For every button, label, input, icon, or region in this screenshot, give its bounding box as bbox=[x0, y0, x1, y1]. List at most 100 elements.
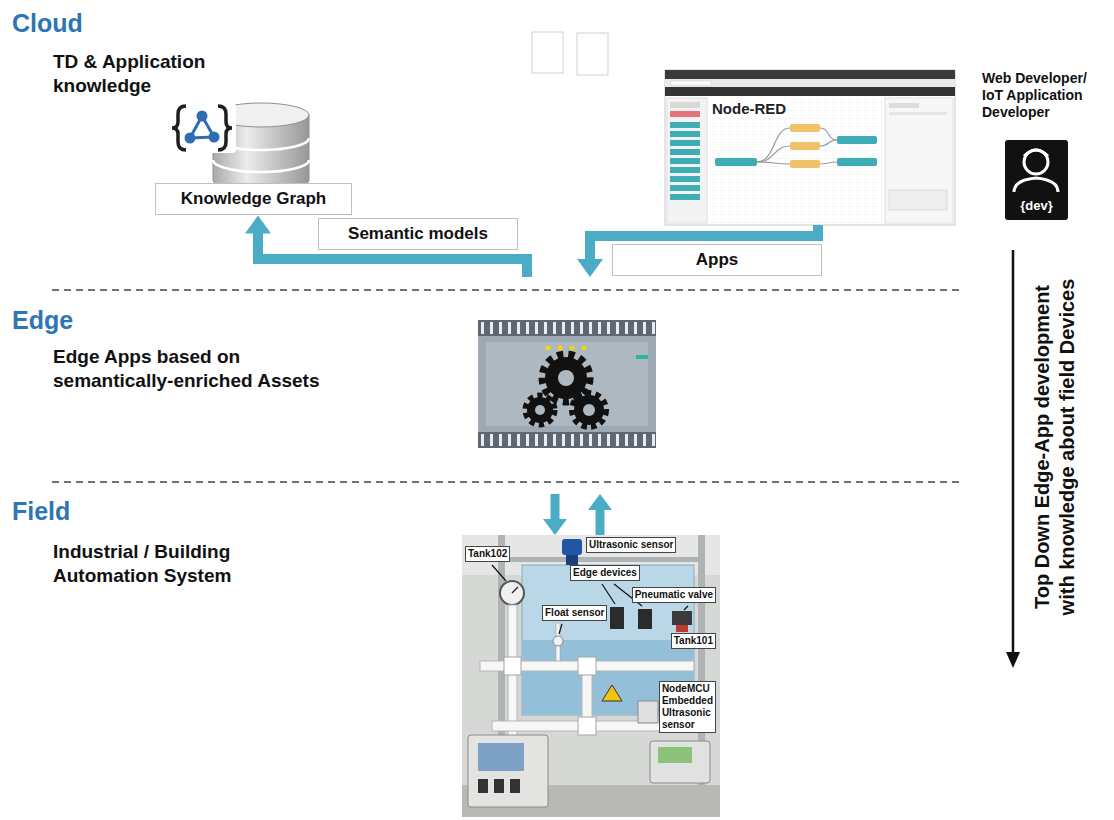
text-slot: Float sensor bbox=[542, 605, 607, 621]
pipe-fitting bbox=[504, 657, 521, 675]
sensor-mount bbox=[566, 555, 578, 565]
edge-label: Semantic models bbox=[348, 224, 488, 244]
arrow-shaft bbox=[551, 494, 560, 520]
icon-head bbox=[1024, 150, 1048, 174]
flow-canvas bbox=[709, 98, 883, 223]
palette-item bbox=[670, 185, 700, 191]
gear-hole bbox=[558, 370, 574, 386]
controller-socket bbox=[494, 779, 504, 793]
text-slot: Tank102 bbox=[465, 546, 510, 562]
ultrasonic-sensor bbox=[562, 539, 582, 555]
palette-item bbox=[670, 167, 700, 173]
address-bar bbox=[665, 79, 955, 87]
pipe-fitting bbox=[578, 717, 596, 735]
status-led bbox=[582, 346, 587, 351]
callout-label: Tank101 bbox=[671, 633, 716, 649]
sidebar-row bbox=[889, 112, 947, 115]
layer-band: EdgeEdge Apps based on semantically-enri… bbox=[0, 277, 1114, 494]
frame-bar bbox=[498, 557, 705, 562]
box-label: Knowledge Graph bbox=[170, 189, 337, 209]
flow-wire bbox=[757, 162, 790, 164]
pressure-gauge bbox=[500, 581, 524, 605]
sidebar-row bbox=[889, 103, 919, 108]
device-fins bbox=[478, 320, 656, 336]
callout-label: Ultrasonic sensor bbox=[586, 537, 676, 553]
leader-line bbox=[602, 584, 615, 604]
flow-arrow bbox=[245, 215, 527, 277]
text-slot: NodeMCU Embedded Ultrasonic sensor bbox=[659, 681, 716, 733]
text-slot: Edge devices bbox=[570, 565, 640, 581]
callout-label: Pneumatic valve bbox=[632, 587, 716, 603]
arrowhead bbox=[543, 519, 567, 535]
brace-symbol bbox=[172, 106, 186, 150]
valve-actuator bbox=[672, 611, 692, 625]
side-note-text: Top Down Edge-App development with knowl… bbox=[1030, 267, 1080, 627]
gear bbox=[527, 397, 553, 423]
flow-node bbox=[837, 158, 877, 166]
palette-item bbox=[670, 149, 700, 155]
flow-arrow bbox=[588, 494, 612, 535]
flow-node bbox=[790, 142, 820, 150]
app-header bbox=[665, 87, 955, 96]
palette-item bbox=[670, 140, 700, 146]
role-caption: Web Developer/ IoT Application Developer bbox=[982, 70, 1102, 120]
palette-item bbox=[670, 102, 700, 108]
leader-line bbox=[492, 565, 506, 581]
gauge-needle bbox=[512, 587, 518, 593]
callout-label: Float sensor bbox=[542, 605, 607, 621]
graph-dot bbox=[197, 111, 208, 122]
controller-screen bbox=[478, 743, 524, 771]
address-field bbox=[671, 81, 711, 85]
device-face bbox=[486, 342, 648, 426]
controller-socket bbox=[510, 779, 520, 793]
status-led bbox=[570, 346, 575, 351]
direction-arrow bbox=[1012, 250, 1015, 654]
gear-teeth bbox=[543, 355, 589, 401]
layer-heading: Edge bbox=[12, 305, 73, 335]
brace-symbol bbox=[218, 106, 232, 150]
knowledge-graph-box: Knowledge Graph bbox=[155, 183, 352, 215]
arrowhead bbox=[245, 215, 271, 233]
palette-item bbox=[670, 111, 700, 117]
palette-item bbox=[670, 158, 700, 164]
sidebar bbox=[885, 98, 953, 223]
status-led bbox=[558, 346, 563, 351]
palette-item bbox=[670, 194, 700, 200]
icon-ground bbox=[1005, 140, 1068, 220]
text-slot: Edge bbox=[12, 305, 73, 335]
valve-body bbox=[676, 625, 688, 632]
flow-node bbox=[837, 136, 877, 144]
gear-hole bbox=[535, 405, 545, 415]
arrowhead bbox=[577, 259, 603, 277]
text-slot: Tank101 bbox=[671, 633, 716, 649]
graph-icon bbox=[170, 103, 236, 153]
device-body bbox=[478, 336, 656, 432]
graph-dot bbox=[209, 132, 220, 143]
gear-teeth bbox=[526, 396, 554, 424]
edge-label: Apps bbox=[696, 250, 739, 270]
node-red-window: Node-RED bbox=[665, 70, 955, 225]
palette-item bbox=[670, 122, 700, 128]
warning-sign bbox=[602, 685, 622, 701]
layer-divider bbox=[52, 481, 960, 483]
palette bbox=[667, 98, 707, 223]
layer-heading: Field bbox=[12, 496, 70, 526]
direction-arrowhead bbox=[1006, 652, 1020, 668]
text-slot: Field bbox=[12, 496, 70, 526]
flow-arrow bbox=[543, 494, 567, 535]
device-fins bbox=[478, 432, 656, 448]
controller-socket bbox=[478, 779, 488, 793]
arrow-shaft bbox=[596, 509, 605, 535]
panel-device bbox=[650, 741, 710, 783]
browser-bar bbox=[665, 70, 955, 79]
status-led bbox=[546, 346, 551, 351]
role-caption-text: Web Developer/ IoT Application Developer bbox=[982, 70, 1102, 120]
text-slot: Industrial / Building Automation System bbox=[53, 540, 293, 588]
icon-tag: {dev} bbox=[1005, 198, 1068, 214]
callout-label: NodeMCU Embedded Ultrasonic sensor bbox=[659, 681, 716, 733]
edge-device-icon bbox=[478, 320, 656, 448]
testbed-photo: Tank102 Ultrasonic sensorEdge devicesPneu… bbox=[462, 535, 720, 817]
sidebar-panel bbox=[889, 190, 947, 210]
text-slot: Pneumatic valve bbox=[632, 587, 716, 603]
